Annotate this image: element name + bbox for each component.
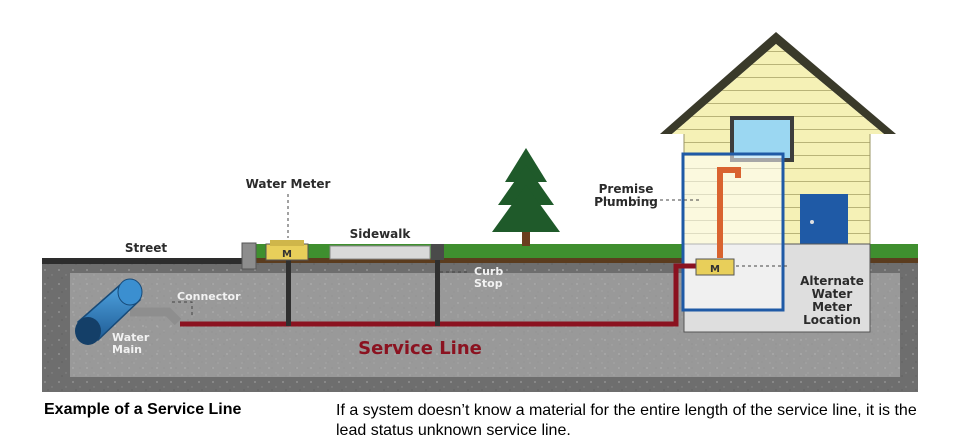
alternate-meter-box: M xyxy=(695,258,735,276)
label-alt-meter: Meter xyxy=(812,300,852,314)
label-plumbing: Plumbing xyxy=(594,195,658,209)
sidewalk-slab xyxy=(329,245,431,260)
caption-text: If a system doesn’t know a material for … xyxy=(336,402,917,439)
label-alt-water: Water xyxy=(812,287,853,301)
curb xyxy=(241,242,257,270)
label-premise: Premise xyxy=(599,182,654,196)
premise-plumbing-pipe xyxy=(717,167,741,258)
caption-title: Example of a Service Line xyxy=(44,401,242,418)
curb-stop-riser xyxy=(435,246,440,326)
label-stop: Stop xyxy=(474,277,503,290)
premise-box xyxy=(681,152,785,312)
caption: Example of a Service Line If a system do… xyxy=(0,396,964,446)
water-main-pipe xyxy=(75,278,182,345)
water-meter-box: M xyxy=(265,240,309,261)
front-door xyxy=(800,194,848,246)
label-street: Street xyxy=(125,241,168,255)
meter-riser xyxy=(286,260,291,326)
service-line-diagram: M M Water Meter Sidewalk Street Premise … xyxy=(42,32,918,392)
water-meter-mark: M xyxy=(282,249,292,260)
label-main: Main xyxy=(112,343,142,356)
alternate-meter-mark: M xyxy=(710,264,720,275)
label-water: Water xyxy=(112,331,150,344)
label-curb: Curb xyxy=(474,265,503,278)
label-alternate: Alternate xyxy=(800,274,864,288)
curb-stop-cap xyxy=(431,244,444,260)
label-connector: Connector xyxy=(177,290,241,303)
label-water-meter: Water Meter xyxy=(246,177,331,191)
leader-lines xyxy=(172,194,790,316)
label-location: Location xyxy=(803,313,861,327)
service-line-pipe xyxy=(180,263,700,327)
label-sidewalk: Sidewalk xyxy=(350,227,412,241)
label-service-line: Service Line xyxy=(358,338,482,359)
tree xyxy=(492,148,560,246)
